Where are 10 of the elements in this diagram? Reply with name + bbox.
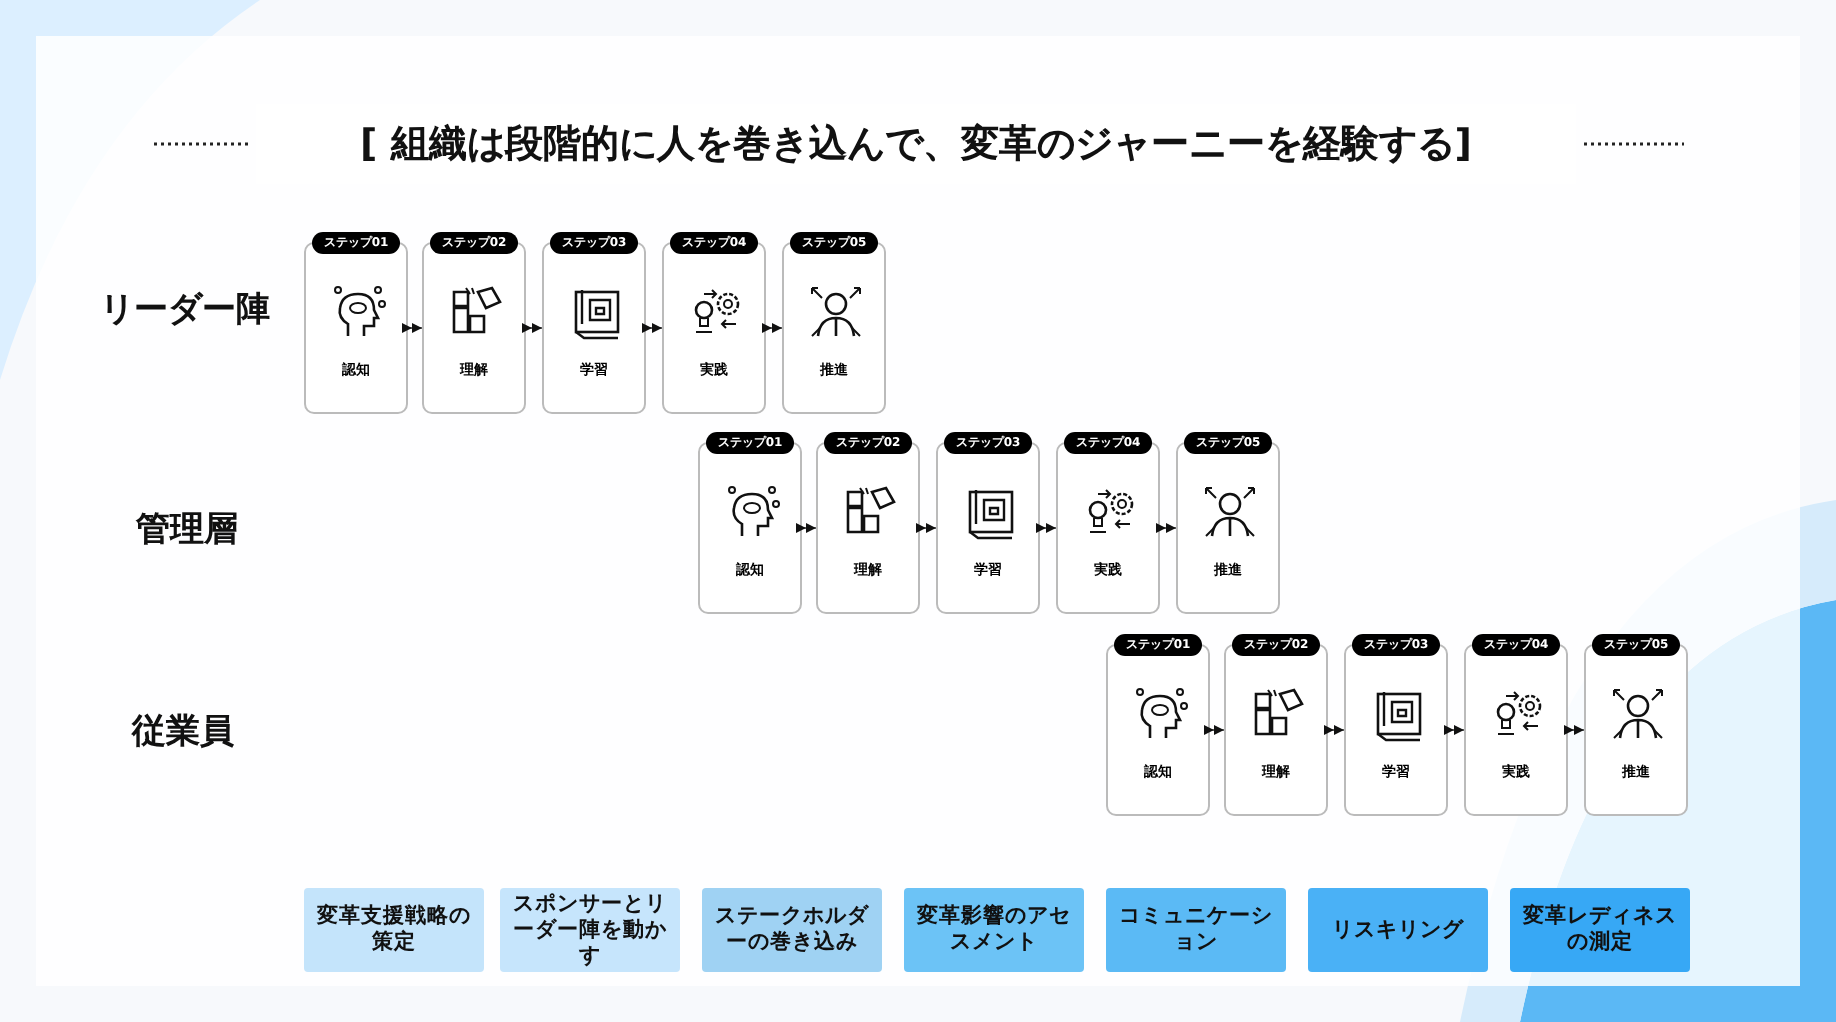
activity-box: ステークホルダーの巻き込み — [702, 888, 882, 972]
row-label: 管理層 — [136, 508, 238, 552]
activity-box: 変革支援戦略の策定 — [304, 888, 484, 972]
activity-box: コミュニケーション — [1106, 888, 1286, 972]
row-label: 従業員 — [132, 710, 234, 754]
activity-box: 変革レディネスの測定 — [1510, 888, 1690, 972]
activity-box: リスキリング — [1308, 888, 1488, 972]
row-label: リーダー陣 — [100, 288, 270, 332]
activity-box: スポンサーとリーダー陣を動かす — [500, 888, 680, 972]
activity-box: 変革影響のアセスメント — [904, 888, 1084, 972]
